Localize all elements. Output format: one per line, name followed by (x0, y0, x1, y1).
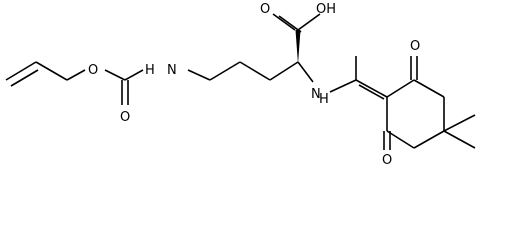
bond (269, 61, 299, 81)
atom-label-ketone-top-o: O (410, 39, 420, 54)
atom-label-carbamate-n: N (167, 63, 177, 78)
atom-label-carbamate-h: H (145, 63, 155, 78)
bond (443, 130, 476, 149)
dimedone-ring (383, 56, 476, 150)
bond (209, 61, 241, 81)
bond (104, 69, 126, 81)
atom-label-carbamate-carbonyl-o: O (120, 110, 130, 125)
allyl-group (5, 61, 86, 87)
bond (66, 69, 86, 81)
bond (272, 13, 296, 31)
enamine-linkage (297, 56, 388, 100)
bond (124, 69, 144, 81)
atom-label-ketone-bottom-o: O (382, 153, 392, 168)
atom-label-alpha-h: H (319, 92, 329, 107)
bond (413, 130, 445, 149)
bond (278, 15, 302, 33)
side-chain (187, 61, 299, 81)
atom-label-ester-o: O (88, 63, 98, 78)
bond (413, 79, 445, 98)
stereo-wedge-bond (295, 30, 301, 64)
bond (10, 69, 39, 87)
bond (358, 84, 385, 100)
bond (35, 61, 68, 81)
atom-label-alpha-n: N (311, 87, 321, 102)
bond (386, 79, 415, 98)
carboxylic-acid-group (272, 13, 321, 64)
bond (187, 69, 211, 81)
atom-label-acid-oh: OH (316, 2, 336, 17)
structure-diagram: OH O N H O O O O H N (5, 2, 476, 168)
bond (239, 61, 271, 81)
bond (5, 61, 37, 81)
bond (443, 114, 476, 132)
bond (386, 130, 415, 149)
bond (297, 61, 314, 83)
atom-label-acid-carbonyl-o: O (260, 2, 270, 17)
bond (329, 79, 357, 93)
bond (297, 13, 321, 31)
bond (355, 79, 388, 98)
carbamate-group (104, 69, 144, 105)
